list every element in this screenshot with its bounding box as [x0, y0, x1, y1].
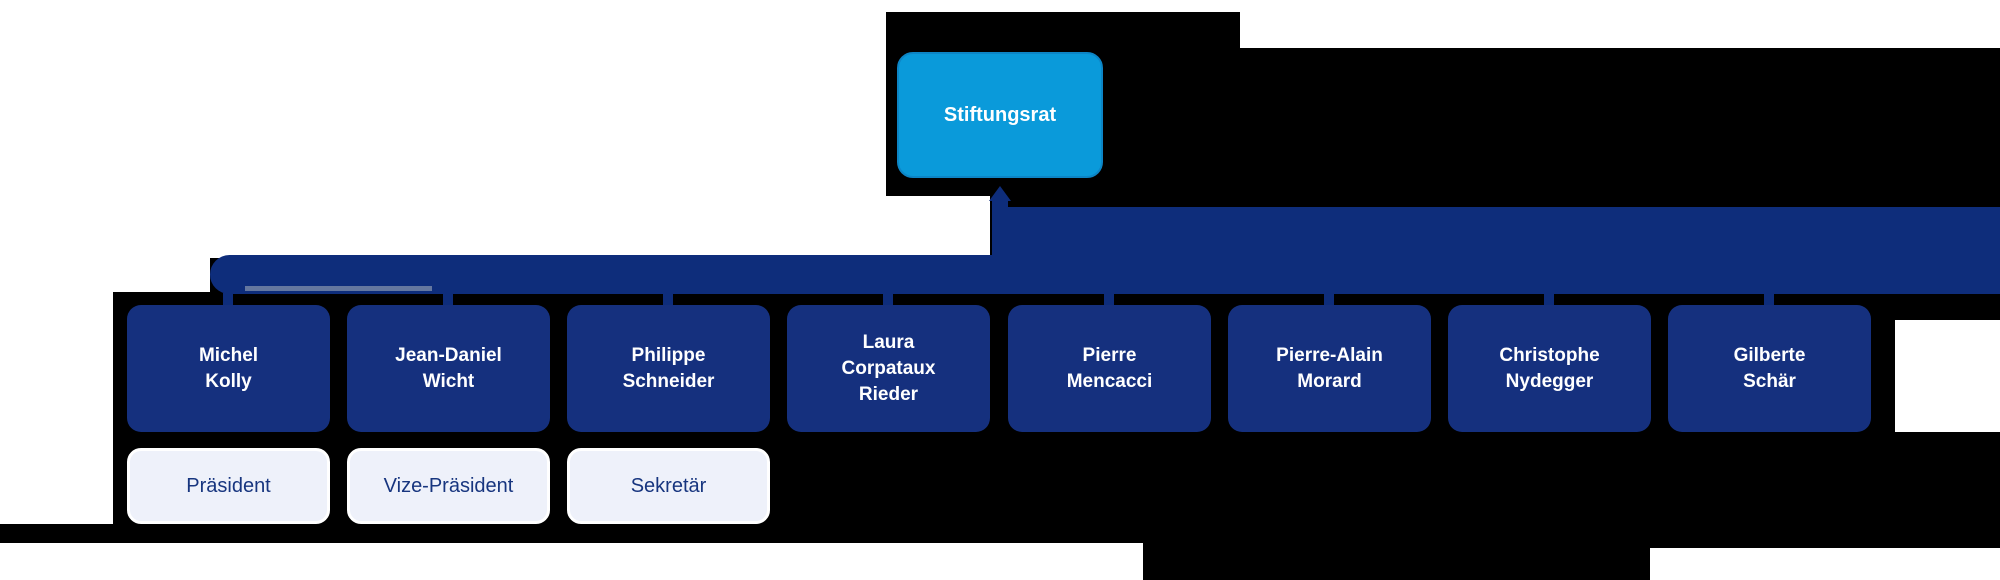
org-node-member[interactable]: Christophe Nydegger — [1448, 305, 1651, 432]
role-badge-praesident[interactable]: Präsident — [127, 448, 330, 524]
org-node-stiftungsrat[interactable]: Stiftungsrat — [897, 52, 1103, 178]
connector-stub — [1544, 293, 1554, 307]
connector-stub — [883, 293, 893, 307]
connector-line — [245, 286, 432, 291]
background-white-region — [0, 0, 889, 258]
arrow-up-icon — [989, 186, 1011, 201]
background-white-region — [0, 543, 1143, 580]
role-badge-vize-praesident[interactable]: Vize-Präsident — [347, 448, 550, 524]
background-white-region — [889, 0, 1240, 12]
org-node-member[interactable]: Pierre Mencacci — [1008, 305, 1211, 432]
connector-stub — [443, 293, 453, 307]
background-white-region — [889, 196, 990, 258]
connector-band — [1007, 207, 2000, 294]
connector-stub — [1104, 293, 1114, 307]
background-white-region — [1650, 548, 2000, 580]
org-node-member[interactable]: Gilberte Schär — [1668, 305, 1871, 432]
connector-stub — [1324, 293, 1334, 307]
connector-stub — [1764, 293, 1774, 307]
connector-root-stub — [992, 198, 1008, 258]
role-badge-sekretaer[interactable]: Sekretär — [567, 448, 770, 524]
background-white-region — [1240, 0, 2000, 48]
org-node-member[interactable]: Pierre-Alain Morard — [1228, 305, 1431, 432]
org-node-member[interactable]: Michel Kolly — [127, 305, 330, 432]
background-white-region — [1895, 320, 2000, 432]
background-white-region — [0, 258, 210, 292]
org-node-member[interactable]: Laura Corpataux Rieder — [787, 305, 990, 432]
background-white-region — [0, 292, 113, 524]
org-node-member[interactable]: Jean-Daniel Wicht — [347, 305, 550, 432]
connector-stub — [663, 293, 673, 307]
org-node-member[interactable]: Philippe Schneider — [567, 305, 770, 432]
connector-stub — [223, 293, 233, 307]
